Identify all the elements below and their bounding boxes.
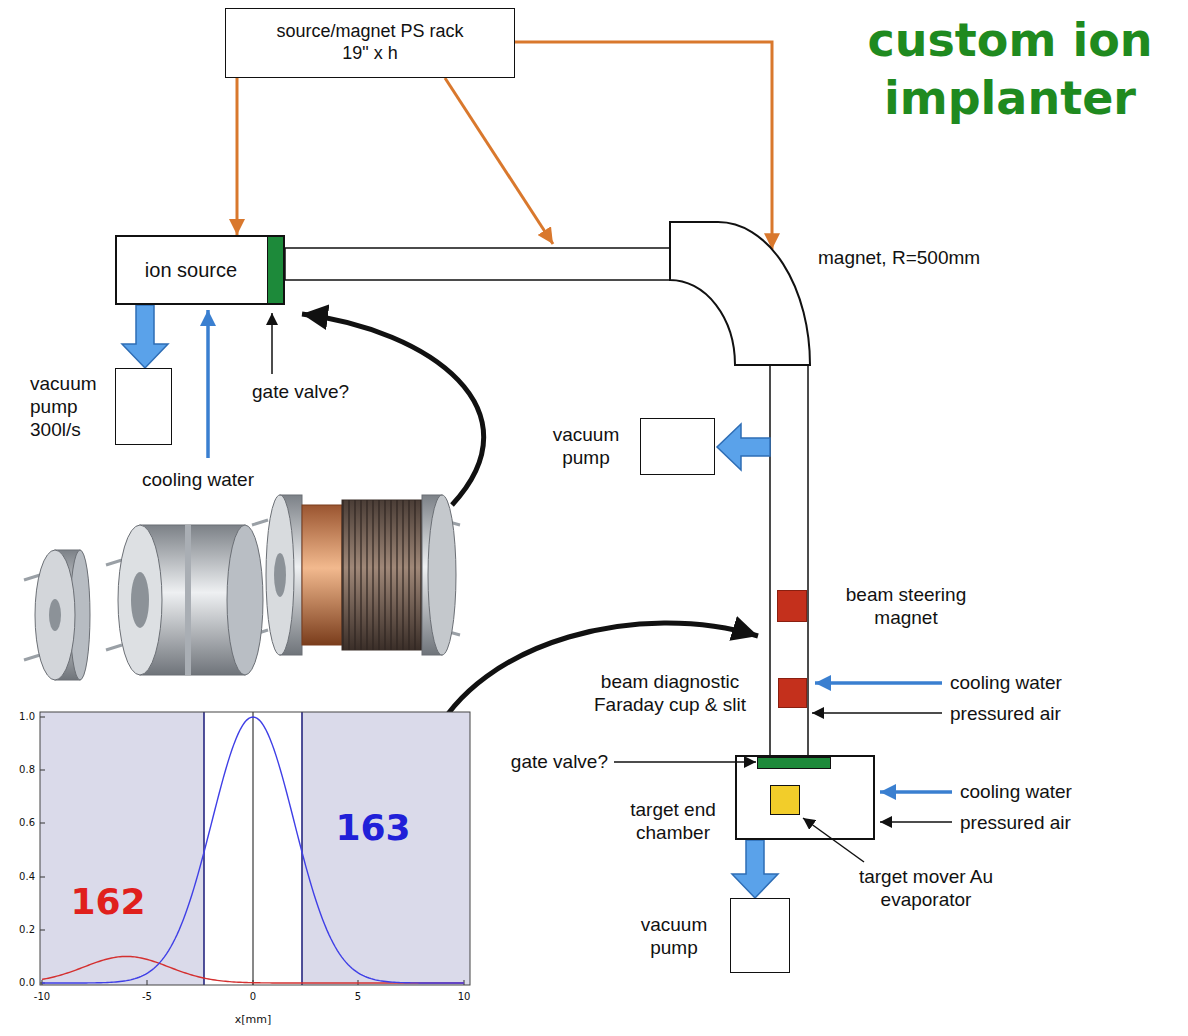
cooling-water-arrow bbox=[815, 681, 942, 685]
cooling-water-arrow bbox=[206, 310, 210, 458]
ion-source-photo bbox=[35, 550, 75, 680]
axis-tick-label: 0.8 bbox=[19, 764, 35, 776]
peak-label: 163 bbox=[335, 807, 410, 848]
power-feed-line bbox=[445, 78, 553, 244]
leader-arrow bbox=[880, 821, 952, 823]
node-label: beam steering magnet bbox=[826, 584, 986, 630]
node-label: ion source bbox=[145, 258, 237, 282]
axis-tick-label: 0.2 bbox=[19, 924, 35, 936]
node-label: magnet, R=500mm bbox=[818, 247, 980, 270]
ion-source-photo bbox=[49, 599, 61, 631]
magnet-outline bbox=[668, 220, 812, 367]
node-label: source/magnet PS rack 19" x h bbox=[268, 21, 473, 64]
leader-arrow bbox=[271, 313, 273, 374]
target-end-chamber: target end chambertarget mover Au evapor… bbox=[735, 755, 875, 840]
isotope-plot bbox=[40, 717, 464, 985]
beam-tube bbox=[285, 248, 670, 280]
ion-source-photo bbox=[24, 495, 460, 680]
ion-source-photo bbox=[106, 560, 122, 565]
ion-source-photo bbox=[428, 495, 456, 655]
vacuum-pump-box: vacuum pump bbox=[640, 418, 715, 475]
axis-tick-label: 0.4 bbox=[19, 871, 35, 883]
pump-arrow bbox=[717, 424, 770, 470]
power-supply-rack: source/magnet PS rack 19" x h bbox=[225, 8, 515, 78]
leader-arrow bbox=[803, 818, 864, 862]
axis-tick-label: 1.0 bbox=[19, 711, 35, 723]
ion-source-photo bbox=[266, 495, 294, 655]
isotope-plot bbox=[40, 712, 470, 985]
isotope-plot bbox=[40, 877, 45, 878]
gate-valve-strip bbox=[267, 237, 283, 303]
node-label: beam diagnostic Faraday cup & slit bbox=[575, 671, 765, 717]
ion-source-photo bbox=[106, 645, 122, 650]
axis-tick-label: 0.0 bbox=[19, 977, 35, 989]
isotope-plot bbox=[40, 823, 45, 824]
ion-source-photo bbox=[342, 500, 422, 650]
peak-label: 162 bbox=[70, 881, 145, 922]
node-label: target end chamber bbox=[623, 799, 723, 845]
leader-label: cooling water bbox=[142, 469, 254, 491]
ion-source-photo bbox=[302, 505, 342, 645]
axis-tick-label: 0.6 bbox=[19, 817, 35, 829]
analyzing-magnet: magnet, R=500mm bbox=[668, 220, 812, 367]
cooling-water-arrow bbox=[880, 790, 952, 794]
peak-curve bbox=[42, 956, 464, 983]
node-label: vacuum pump bbox=[541, 424, 631, 470]
isotope-plot bbox=[147, 980, 148, 985]
ion-source-photo bbox=[274, 553, 286, 597]
power-feed-arrow bbox=[236, 78, 239, 235]
axis-tick-label: 10 bbox=[458, 991, 471, 1003]
vacuum-pump-box: vacuum pump bbox=[730, 898, 790, 973]
power-feed-arrow bbox=[515, 42, 772, 249]
axis-tick-label: -10 bbox=[34, 991, 50, 1003]
beam-tube bbox=[770, 365, 808, 757]
leader-label: cooling water bbox=[960, 781, 1072, 803]
pump-arrow bbox=[122, 305, 168, 368]
diagram-title: custom ion implanter bbox=[840, 12, 1180, 127]
ion-source-photo bbox=[185, 525, 191, 675]
peak-curve bbox=[42, 717, 464, 983]
magnet-outline bbox=[670, 222, 810, 365]
isotope-plot bbox=[40, 770, 45, 771]
leader-label: gate valve? bbox=[511, 751, 608, 773]
leader-arrow bbox=[812, 712, 942, 714]
leader-label: pressured air bbox=[950, 703, 1061, 725]
vacuum-pump-box: vacuum pump 300l/s bbox=[115, 368, 172, 445]
leader-label: gate valve? bbox=[252, 381, 349, 403]
isotope-plot bbox=[40, 712, 470, 985]
node-label: vacuum pump 300l/s bbox=[30, 373, 112, 441]
faraday-cup: beam diagnostic Faraday cup & slit bbox=[778, 678, 807, 708]
isotope-plot bbox=[40, 717, 45, 718]
isotope-plot bbox=[40, 712, 204, 985]
axis-tick-label: 5 bbox=[355, 991, 361, 1003]
ion-source-photo bbox=[24, 575, 40, 580]
target-mover: target mover Au evaporator bbox=[770, 785, 800, 815]
leader-label: cooling water bbox=[950, 672, 1062, 694]
isotope-plot bbox=[40, 930, 45, 931]
ion-source-photo bbox=[131, 572, 149, 628]
ion-source-photo bbox=[118, 525, 162, 675]
axis-tick-label: 0 bbox=[250, 991, 256, 1003]
ion-source-photo bbox=[24, 655, 40, 660]
ion-source-photo bbox=[252, 520, 268, 525]
steering-magnet: beam steering magnet bbox=[777, 590, 807, 622]
ion-source-photo bbox=[342, 500, 422, 650]
axis-tick-label: -5 bbox=[142, 991, 152, 1003]
ion-source-photo bbox=[227, 525, 263, 675]
ion-source-box: ion source bbox=[115, 235, 285, 305]
isotope-plot bbox=[302, 712, 470, 985]
pointer-arrow bbox=[302, 314, 484, 505]
node-label: vacuum pump bbox=[629, 914, 719, 960]
gate-valve-bar bbox=[757, 757, 831, 769]
isotope-plot bbox=[40, 712, 470, 985]
axis-title: x[mm] bbox=[235, 1014, 272, 1027]
node-label: target mover Au evaporator bbox=[846, 866, 1006, 912]
isotope-plot bbox=[253, 712, 254, 985]
pump-arrow bbox=[732, 840, 778, 898]
leader-label: pressured air bbox=[960, 812, 1071, 834]
